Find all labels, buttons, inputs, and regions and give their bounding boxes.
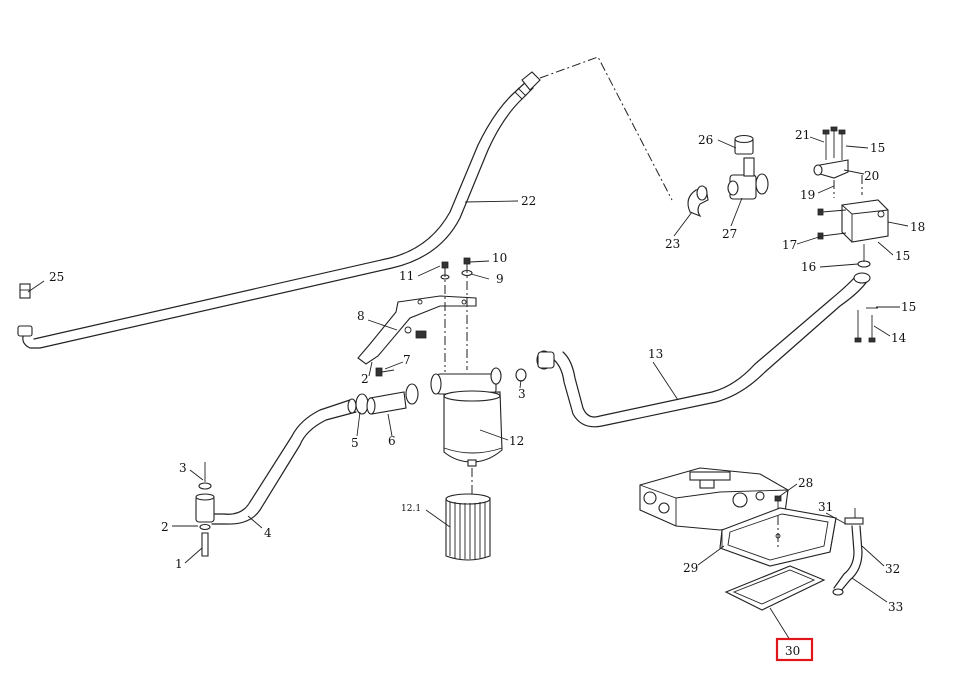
bracket-8	[357, 295, 477, 365]
washer-16	[857, 244, 871, 268]
label-part-30: 30	[785, 644, 800, 658]
label-part-10: 10	[492, 251, 507, 265]
label-part-15-top: 15	[870, 141, 885, 155]
label-part-15-lower: 15	[901, 300, 916, 314]
fitting-25	[17, 283, 33, 337]
label-part-4: 4	[264, 526, 272, 540]
label-part-1: 1	[175, 557, 183, 571]
label-part-7: 7	[403, 353, 411, 367]
label-part-25: 25	[49, 270, 64, 284]
label-part-18: 18	[910, 220, 925, 234]
hose-13	[536, 272, 871, 428]
gasket-30	[724, 565, 826, 611]
label-part-23: 23	[665, 237, 680, 251]
bolts-21	[822, 126, 846, 160]
label-part-26: 26	[698, 133, 713, 147]
tee-27	[727, 157, 769, 200]
label-part-28: 28	[798, 476, 813, 490]
label-part-29: 29	[683, 561, 698, 575]
label-part-19: 19	[800, 188, 815, 202]
connection-line	[539, 56, 673, 201]
label-part-32: 32	[885, 562, 900, 576]
bolts-17	[817, 208, 847, 240]
highlight-box-part-30[interactable]	[775, 637, 814, 662]
elbow-23	[687, 185, 709, 218]
label-part-33: 33	[888, 600, 903, 614]
bracket-20	[813, 159, 849, 179]
part-labels: 1 2 3 4 5 6 7 8 2 9 10 11 12 12.1 3 13 1…	[49, 128, 925, 658]
label-part-8: 8	[357, 309, 365, 323]
label-part-6: 6	[388, 434, 396, 448]
label-part-3-right: 3	[518, 387, 526, 401]
label-part-11: 11	[399, 269, 414, 283]
valve-body	[639, 467, 789, 531]
bolts-10-11	[440, 257, 473, 372]
label-part-13: 13	[648, 347, 663, 361]
label-part-5: 5	[351, 436, 359, 450]
label-part-9: 9	[496, 272, 504, 286]
fitting-1-2-3	[195, 462, 215, 557]
label-part-21: 21	[795, 128, 810, 142]
hose-4	[211, 398, 357, 525]
label-part-17: 17	[782, 238, 797, 252]
label-part-15-mid: 15	[895, 249, 910, 263]
label-part-2-left: 2	[161, 520, 169, 534]
washer-3-right	[515, 368, 527, 382]
label-part-3-left: 3	[179, 461, 187, 475]
screw-7	[375, 330, 427, 377]
leader-lines	[27, 136, 909, 641]
label-part-31: 31	[818, 500, 833, 514]
filter-bowl-12	[443, 390, 503, 467]
filter-element-12-1	[445, 493, 491, 561]
label-part-12-1: 12.1	[401, 504, 421, 514]
nut-26	[734, 134, 754, 155]
hose-22	[22, 71, 541, 349]
pipe-6	[366, 391, 407, 415]
bolt-14	[854, 307, 878, 343]
filter-head	[430, 367, 502, 395]
valve-block-18	[841, 199, 889, 243]
label-part-16: 16	[801, 260, 816, 274]
label-part-27: 27	[722, 227, 737, 241]
dipstick-31-32-33	[832, 508, 864, 596]
label-part-12: 12	[509, 434, 524, 448]
label-part-2-mid: 2	[361, 372, 369, 386]
label-part-14: 14	[891, 331, 907, 345]
label-part-22: 22	[521, 194, 536, 208]
label-part-20: 20	[864, 169, 879, 183]
